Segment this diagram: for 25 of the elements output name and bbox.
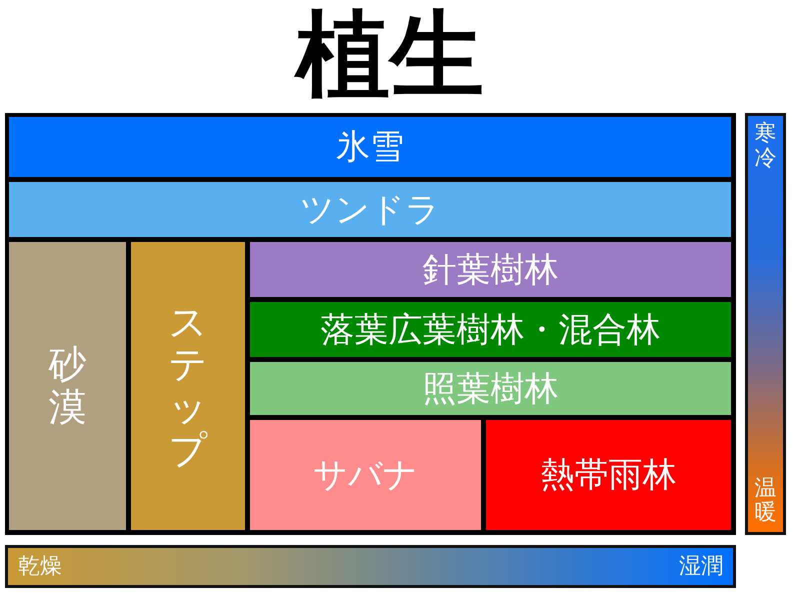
biome-column [9,242,126,530]
biome-band [250,420,481,530]
moisture-gradient-bar [5,545,736,588]
axis-label: 寒冷 [754,122,778,172]
biome-band [250,362,731,415]
biome-label: サバナ [313,458,418,492]
temperature-gradient-bar [745,113,786,535]
biome-label: 針葉樹林 [422,252,558,286]
biome-label: 照葉樹林 [422,372,558,406]
biome-label: ステップ [168,300,208,472]
axis-label: 温暖 [754,476,778,526]
biome-band [250,242,731,297]
biome-label: 熱帯雨林 [540,458,676,492]
axis-label: 乾燥 [18,556,62,578]
biome-band [486,420,731,530]
biome-column [131,242,245,530]
diagram-title: 植生 [293,4,485,108]
biome-label: 砂漠 [48,343,88,429]
biome-label: 氷雪 [336,130,404,164]
biome-band [9,117,731,177]
biome-label: 落葉広葉樹林・混合林 [320,312,660,346]
biome-label: ツンドラ [300,192,440,226]
biome-band [250,302,731,357]
biome-band [9,182,731,237]
axis-label: 湿潤 [679,556,723,578]
